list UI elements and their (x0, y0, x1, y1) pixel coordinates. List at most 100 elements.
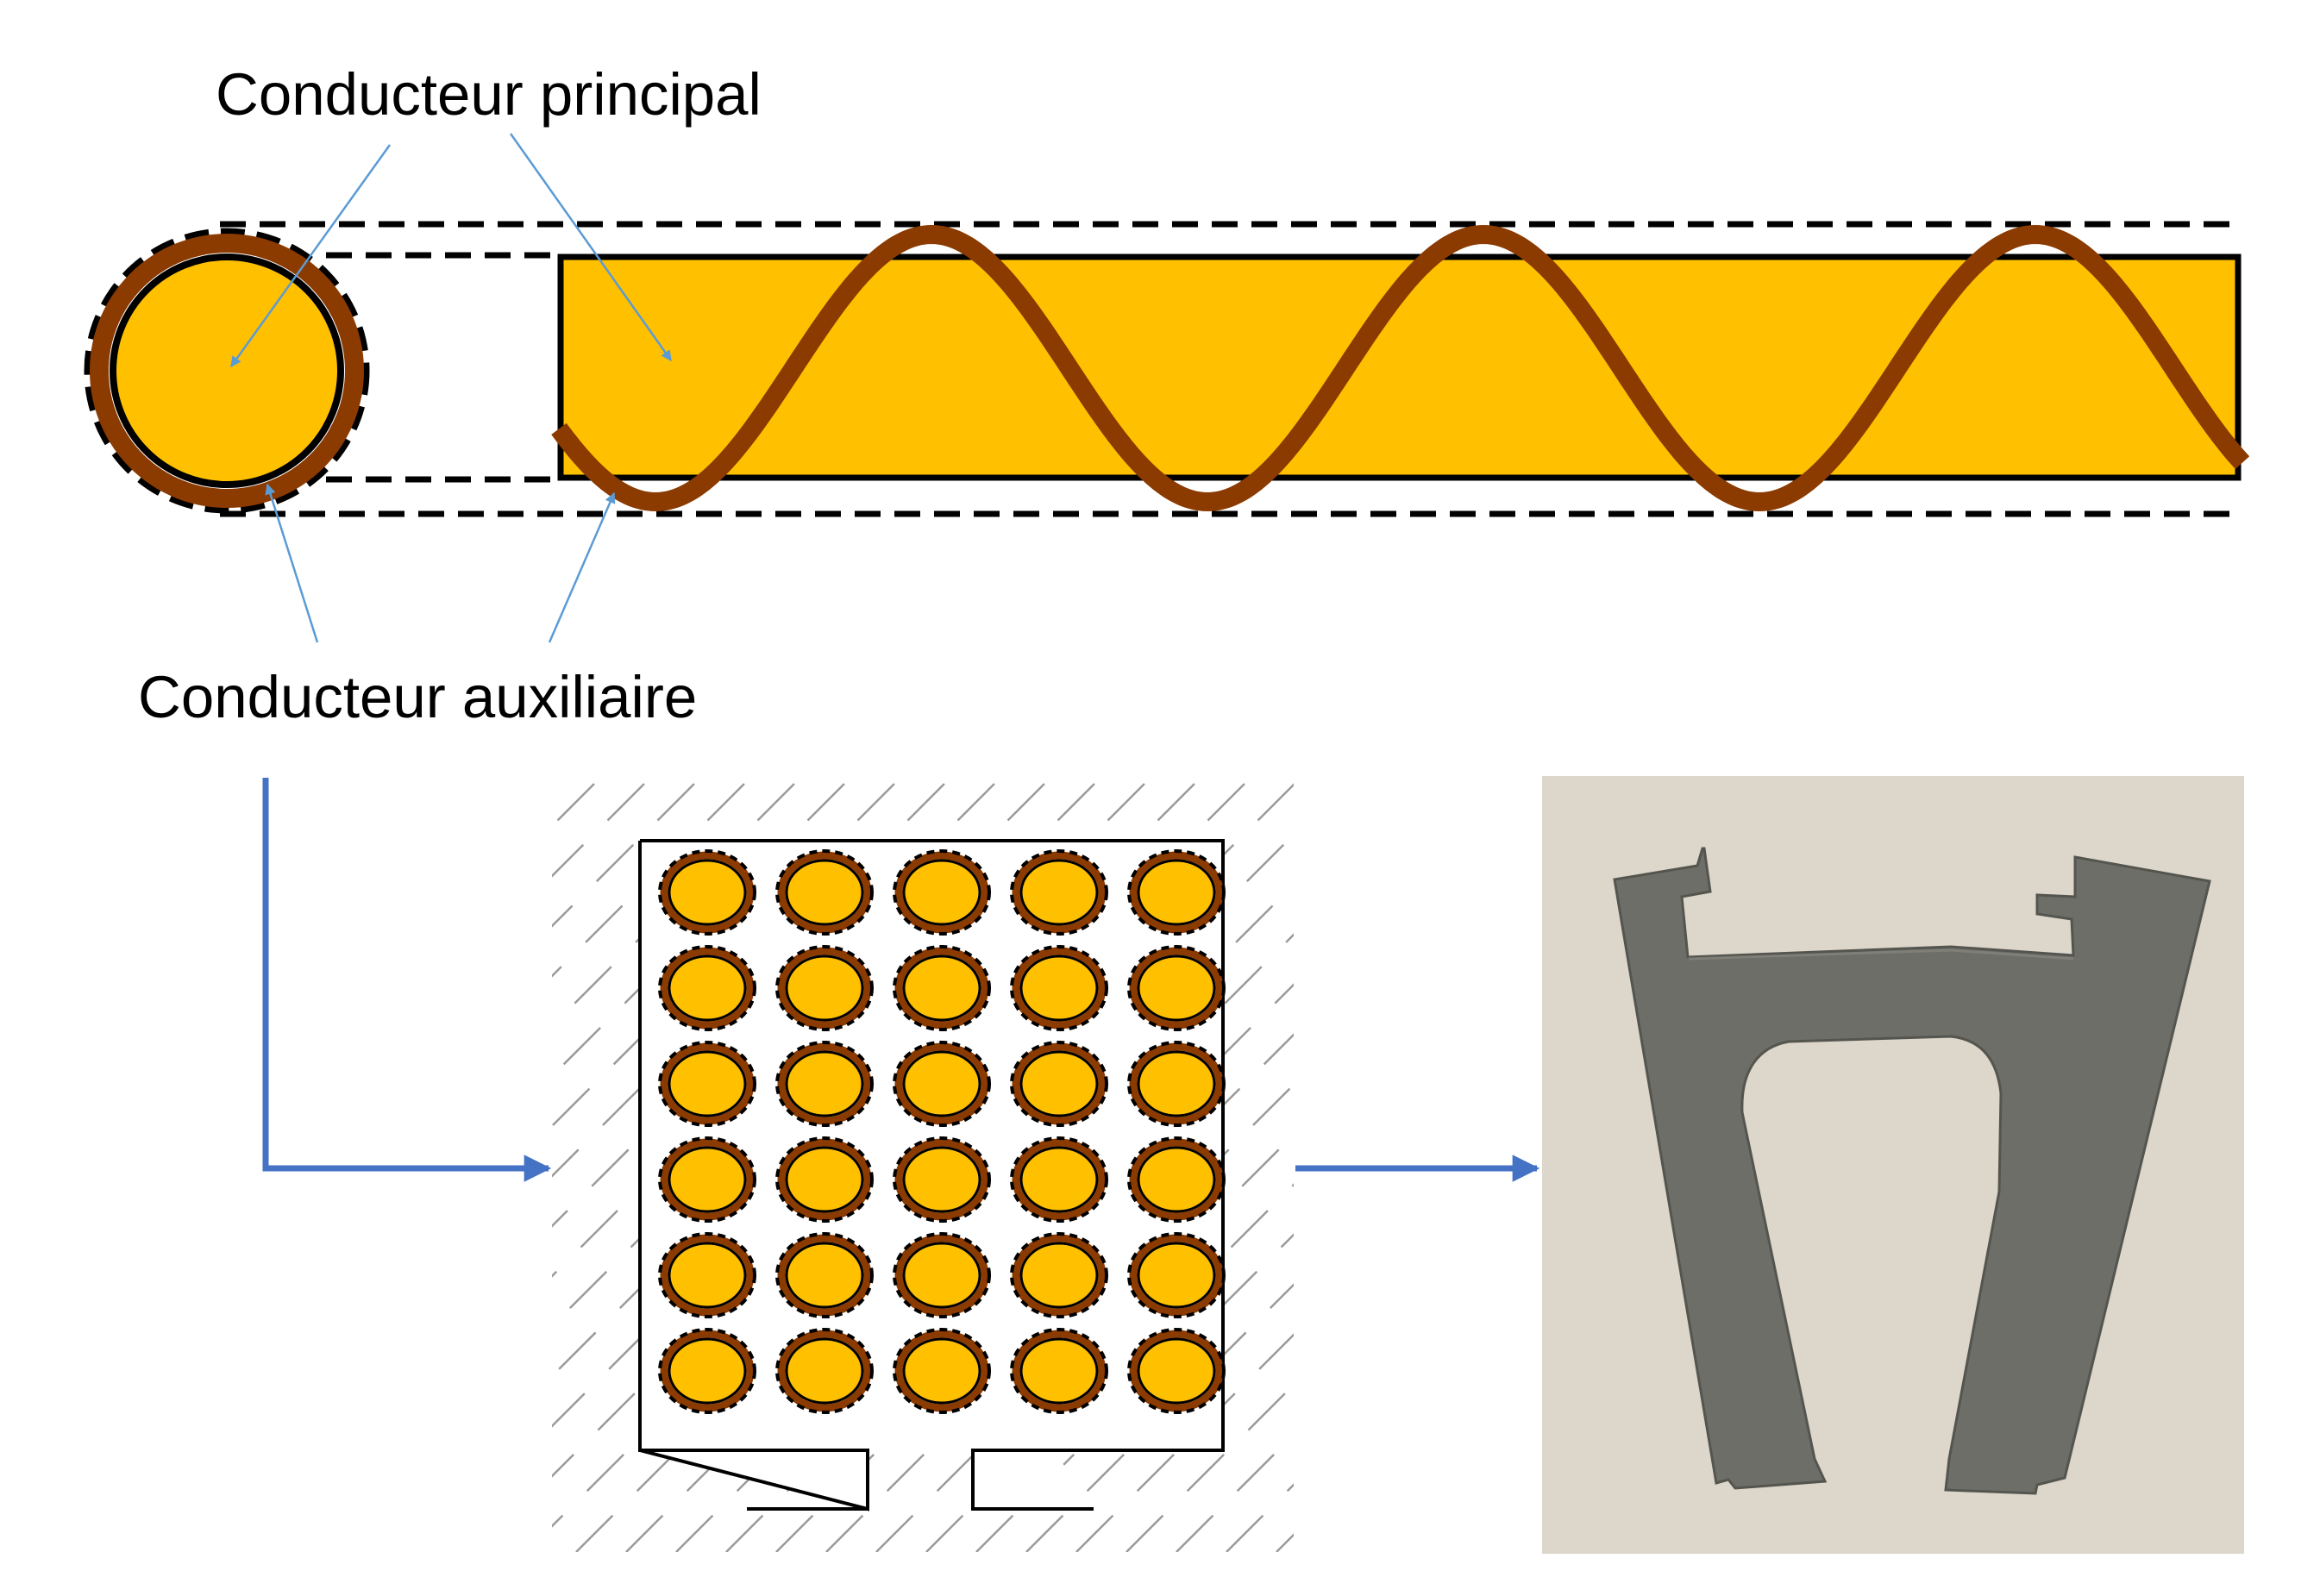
strand-dashed-outline (1127, 849, 1226, 936)
strand-aux-winding (894, 1234, 989, 1317)
conductor-strand (893, 1232, 991, 1318)
strand-main-conductor (668, 1242, 747, 1309)
strand-dashed-outline (1010, 849, 1108, 936)
conductor-illustration: Conducteur principal Conducteur auxiliai… (84, 61, 2250, 730)
strand-aux-winding (1129, 1138, 1224, 1221)
strand-main-conductor (785, 1146, 864, 1213)
hatch-line (552, 776, 603, 828)
strand-aux-winding (894, 851, 989, 934)
strand-dashed-outline (1127, 1041, 1226, 1127)
conductor-strand (658, 849, 756, 936)
conductor-strand (775, 849, 874, 936)
strand-main-conductor (668, 859, 747, 926)
strand-dashed-outline (658, 1136, 756, 1223)
strand-aux-winding (777, 1138, 872, 1221)
strand-main-conductor (902, 1146, 981, 1213)
strand-dashed-outline (775, 1136, 874, 1223)
strand-main-conductor (785, 859, 864, 926)
conductor-strand (775, 1232, 874, 1318)
strand-main-conductor (1019, 1337, 1099, 1405)
conductor-strand (1010, 945, 1108, 1031)
strand-aux-winding (660, 851, 755, 934)
flow-arrows (262, 778, 1540, 1182)
conductor-strand (1127, 1041, 1226, 1127)
cross-section-main-conductor (110, 253, 344, 488)
strand-aux-winding (660, 947, 755, 1030)
hatch-line (552, 776, 553, 778)
conductor-strand (658, 1328, 756, 1414)
conductor-strand (658, 1232, 756, 1318)
strand-dashed-outline (658, 1232, 756, 1318)
conductor-strand (658, 945, 756, 1031)
strand-main-conductor (1019, 1146, 1099, 1213)
strand-aux-winding (1129, 1042, 1224, 1125)
strand-dashed-outline (893, 1328, 991, 1414)
conductor-strand (1127, 1232, 1226, 1318)
conductor-strand (1010, 1136, 1108, 1223)
strand-dashed-outline (658, 945, 756, 1031)
aux-winding-helix (551, 224, 2250, 512)
slot-outline-left (638, 841, 869, 1509)
strand-aux-winding (1012, 1138, 1107, 1221)
strand-main-conductor (902, 954, 981, 1022)
strand-aux-winding (777, 1234, 872, 1317)
leader-main-to-section (229, 144, 392, 368)
strand-aux-winding (660, 1042, 755, 1125)
strand-dashed-outline (1010, 1232, 1108, 1318)
strand-main-conductor (668, 954, 747, 1022)
conductor-strand (775, 1328, 874, 1414)
leader-main-to-side (509, 133, 673, 362)
conductor-strand (1010, 1232, 1108, 1318)
strand-dashed-outline (775, 1328, 874, 1414)
strand-main-conductor (1137, 1337, 1216, 1405)
strand-main-conductor (785, 1242, 864, 1309)
conductor-strand (893, 1041, 991, 1127)
strand-dashed-outline (658, 1328, 756, 1414)
slot-outline-right (640, 839, 1225, 1511)
conductor-strand (1010, 1328, 1108, 1414)
strand-aux-winding (894, 947, 989, 1030)
strand-dashed-outline (893, 1041, 991, 1127)
conductor-cross-section (84, 228, 370, 514)
conductor-strand (1010, 849, 1108, 936)
strand-aux-winding (777, 947, 872, 1030)
strand-main-conductor (1019, 954, 1099, 1022)
conductor-strand (893, 849, 991, 936)
strand-main-conductor (1137, 859, 1216, 926)
stator-lamination-photo (1542, 776, 2244, 1554)
strand-aux-winding (777, 1042, 872, 1125)
strand-aux-winding (894, 1042, 989, 1125)
strand-aux-winding (1129, 1234, 1224, 1317)
conductor-strand (1127, 1328, 1226, 1414)
conductor-strands (658, 849, 1226, 1414)
cross-section-dashed-outline (84, 228, 370, 514)
strand-dashed-outline (893, 1232, 991, 1318)
conductor-strand (893, 1136, 991, 1223)
strand-main-conductor (1137, 1050, 1216, 1117)
strand-dashed-outline (1010, 1328, 1108, 1414)
strand-dashed-outline (1010, 1136, 1108, 1223)
strand-aux-winding (660, 1138, 755, 1221)
strand-dashed-outline (1127, 1136, 1226, 1223)
strand-dashed-outline (893, 1136, 991, 1223)
strand-aux-winding (660, 1234, 755, 1317)
strand-main-conductor (902, 1242, 981, 1309)
hatch-line (552, 776, 1003, 1228)
strand-aux-winding (1012, 947, 1107, 1030)
strand-main-conductor (902, 1050, 981, 1117)
dashed-envelope (220, 221, 2238, 517)
strand-aux-winding (1012, 1234, 1107, 1317)
strand-main-conductor (668, 1050, 747, 1117)
strand-dashed-outline (775, 945, 874, 1031)
leader-aux-to-side (548, 491, 616, 643)
conductor-strand (1127, 1136, 1226, 1223)
strand-aux-winding (777, 1330, 872, 1412)
conductor-strand (1127, 945, 1226, 1031)
strand-dashed-outline (1127, 945, 1226, 1031)
leader-aux-to-section (265, 483, 319, 643)
strand-dashed-outline (893, 849, 991, 936)
strand-aux-winding (1012, 1042, 1107, 1125)
hatch-line (552, 776, 653, 878)
